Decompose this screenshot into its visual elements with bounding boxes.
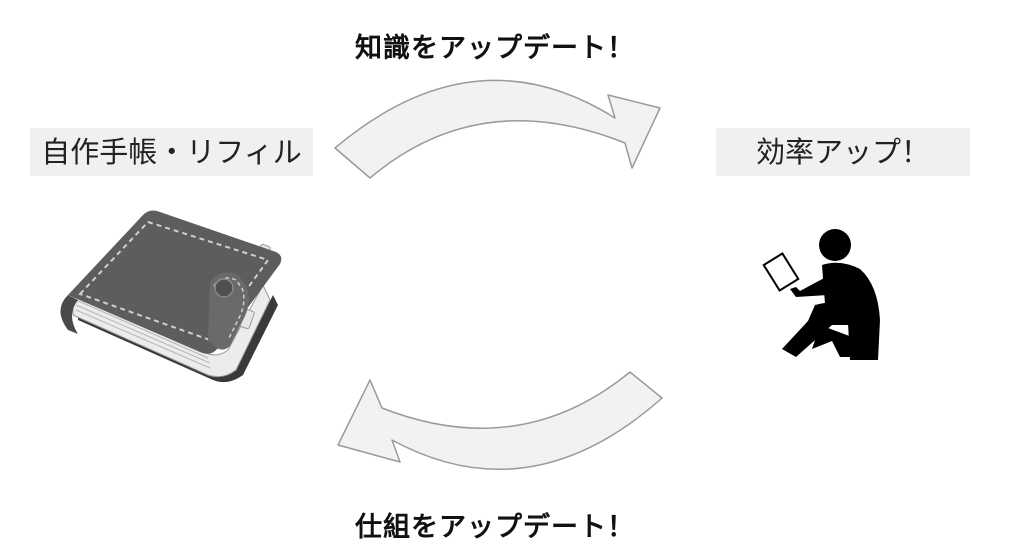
planner-notebook-icon — [60, 210, 282, 383]
person-reading-icon — [762, 229, 880, 360]
label-planner-refill: 自作手帳・リフィル — [30, 128, 313, 176]
caption-update-knowledge: 知識をアップデート！ — [355, 33, 635, 64]
label-efficiency-up: 効率アップ！ — [716, 128, 970, 176]
caption-update-system: 仕組をアップデート！ — [355, 512, 635, 543]
